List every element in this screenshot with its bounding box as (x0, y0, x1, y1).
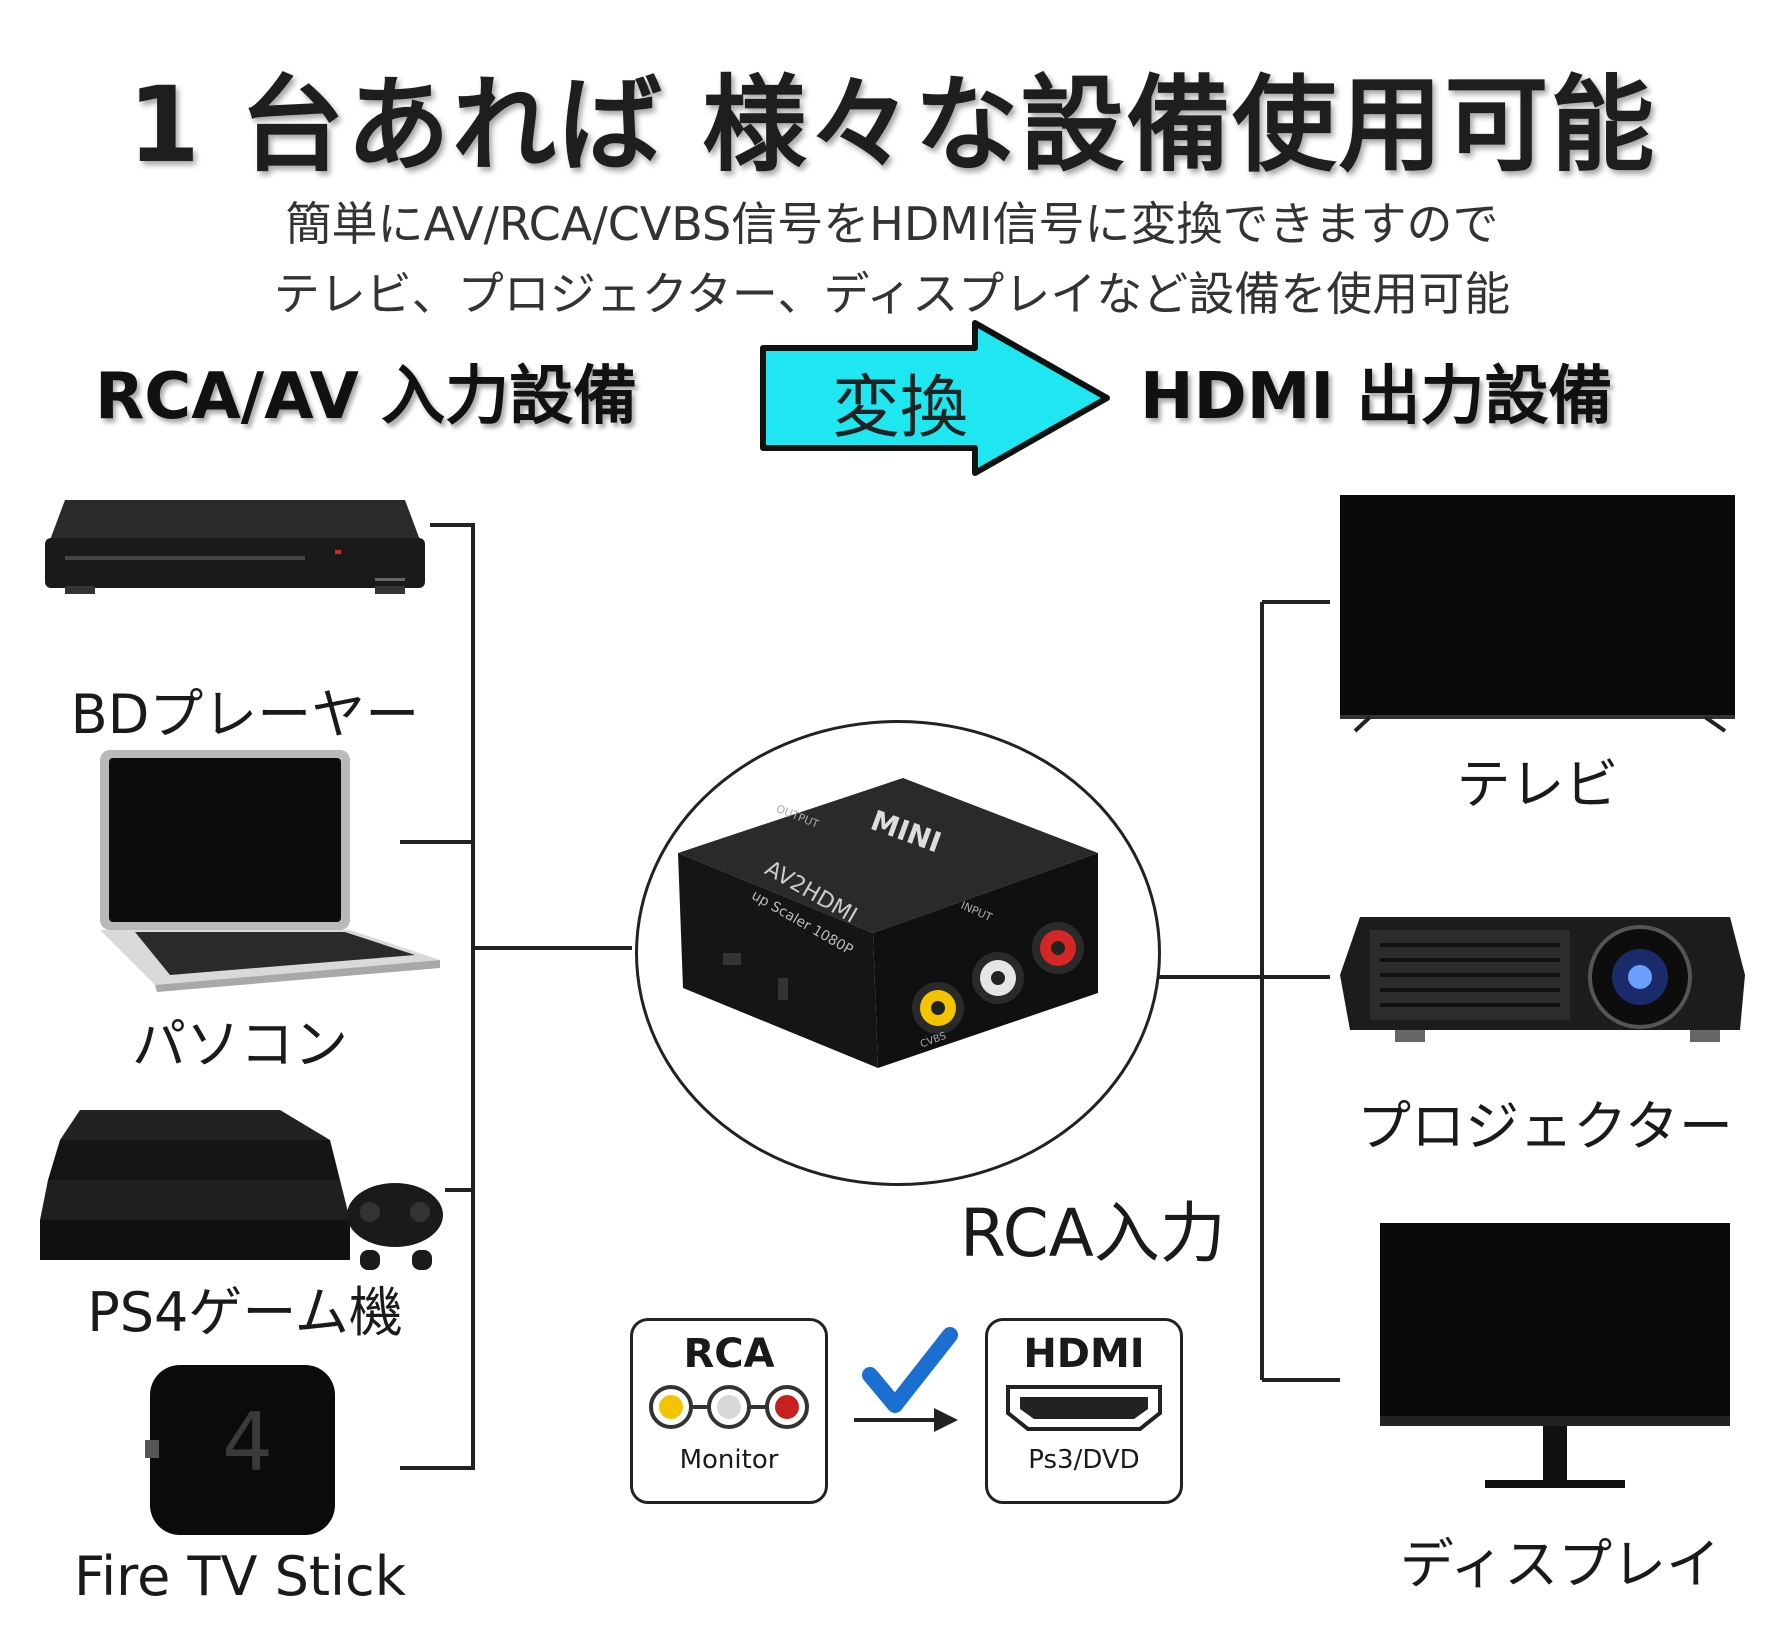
hdmi-port-icon (1006, 1385, 1162, 1431)
hdmi-box-caption: Ps3/DVD (1028, 1445, 1140, 1475)
rca-box: RCA Monitor (630, 1318, 828, 1504)
convert-arrow-icon (760, 320, 1110, 476)
fire-tv-stick-icon: 4 (145, 1365, 335, 1535)
svg-text:4: 4 (222, 1396, 273, 1489)
converter-device-circle (635, 720, 1161, 1186)
output-label-tv: テレビ (1456, 753, 1619, 816)
input-label-laptop: パソコン (132, 1013, 348, 1076)
right-arrow-icon (854, 1408, 958, 1432)
rca-box-title: RCA (683, 1331, 775, 1377)
page-title: 1 台あれば 様々な設備使用可能 (127, 64, 1657, 186)
hdmi-box: HDMI Ps3/DVD (985, 1318, 1183, 1504)
tv-icon (1340, 495, 1735, 733)
av2hdmi-converter-icon (678, 778, 1098, 1068)
hdmi-box-title: HDMI (1023, 1331, 1145, 1377)
projector-icon (1340, 917, 1745, 1042)
input-label-bd-player: BDプレーヤー (70, 683, 420, 746)
monitor-display-icon (1380, 1223, 1730, 1488)
laptop-icon (100, 750, 440, 992)
subtitle-line-1: 簡単にAV/RCA/CVBS信号をHDMI信号に変換できますので (285, 197, 1499, 251)
input-label-fire-tv: Fire TV Stick (73, 1545, 407, 1608)
output-devices-heading: HDMI 出力設備 (1140, 360, 1613, 434)
subtitle-line-2: テレビ、プロジェクター、ディスプレイなど設備を使用可能 (273, 267, 1511, 321)
checkmark-icon (862, 1327, 958, 1413)
output-label-projector: プロジェクター (1357, 1095, 1733, 1158)
output-label-display: ディスプレイ (1399, 1533, 1721, 1596)
convert-arrow-label: 変換 (831, 369, 968, 448)
rca-jacks-icon (649, 1385, 809, 1429)
rca-box-caption: Monitor (679, 1445, 779, 1475)
ps4-console-icon (40, 1110, 443, 1270)
input-label-ps4: PS4ゲーム機 (87, 1281, 403, 1344)
rca-input-caption: RCA入力 (960, 1195, 1226, 1272)
bd-player-icon (45, 500, 425, 594)
input-devices-heading: RCA/AV 入力設備 (95, 360, 638, 434)
